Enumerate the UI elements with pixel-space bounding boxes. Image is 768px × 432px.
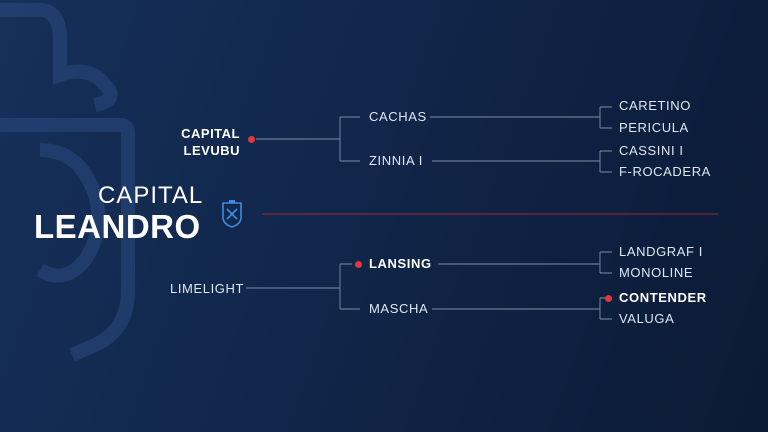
great-grandparent-4: F-ROCADERA	[619, 164, 711, 179]
grandparent-dam-sire: LANSING	[369, 256, 432, 271]
grandparent-sire-dam: ZINNIA I	[369, 153, 423, 168]
great-grandparent-7: CONTENDER	[619, 290, 707, 305]
dam-name: LIMELIGHT	[170, 281, 245, 296]
sire-name: CAPITAL LEVUBU	[181, 126, 240, 158]
subject-name-line1: CAPITAL	[98, 182, 204, 209]
brand-shield-icon	[222, 200, 242, 228]
great-grandparent-2: PERICULA	[619, 120, 689, 135]
subject-name-line2: LEANDRO	[34, 208, 201, 245]
horse-crest-background-icon	[0, 2, 135, 362]
grandparent-sire-sire: CACHAS	[369, 109, 427, 124]
grandparent-dam-dam: MASCHA	[369, 301, 429, 316]
great-grandparent-6: MONOLINE	[619, 265, 694, 280]
great-grandparent-5: LANDGRAF I	[619, 244, 704, 259]
great-grandparent-3: CASSINI I	[619, 143, 684, 158]
great-grandparent-1: CARETINO	[619, 98, 691, 113]
great-grandparent-8: VALUGA	[619, 311, 675, 326]
sire-highlight-dot	[248, 136, 255, 143]
lansing-highlight-dot	[355, 261, 362, 268]
contender-highlight-dot	[605, 295, 612, 302]
